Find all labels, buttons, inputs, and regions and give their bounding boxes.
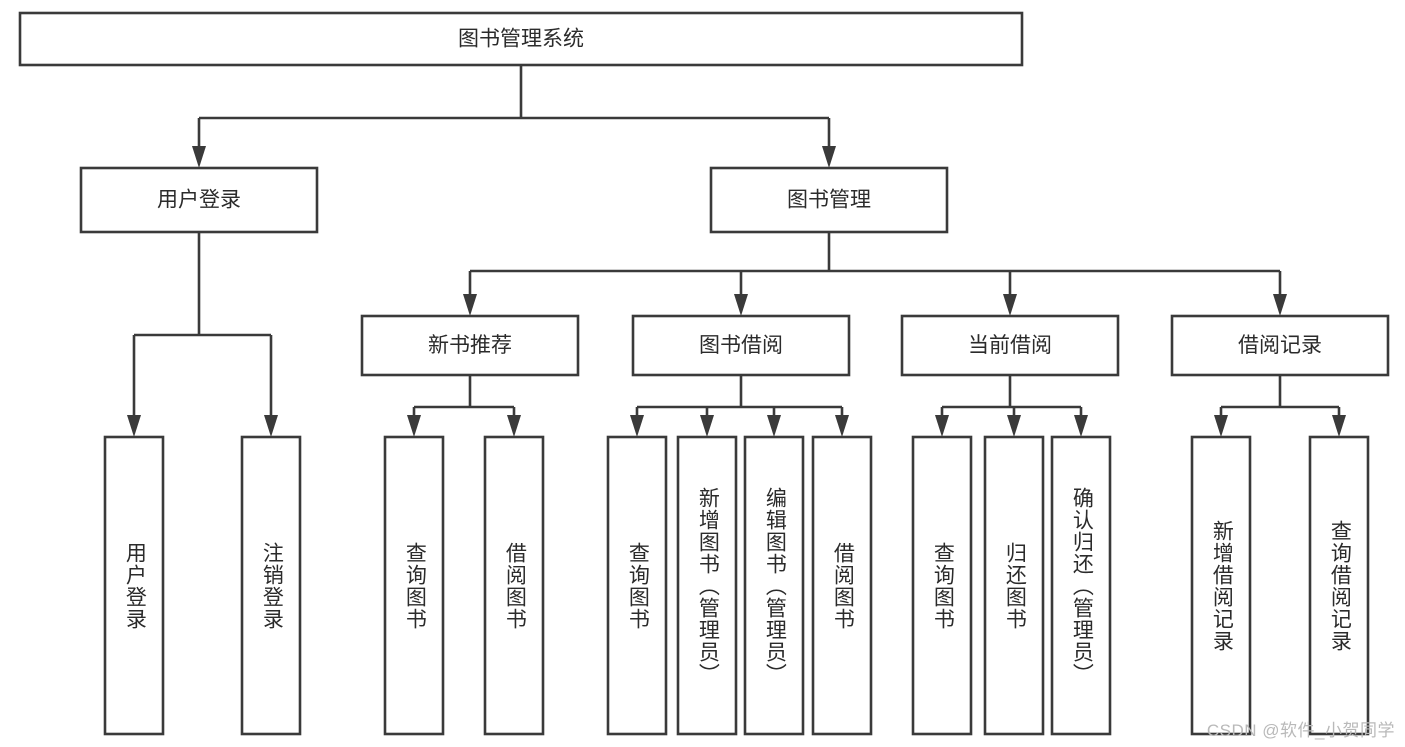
level2-node-box[interactable] — [709, 166, 949, 234]
level3-node-box[interactable] — [900, 314, 1120, 377]
node-leaf-add-book[interactable] — [676, 435, 738, 736]
node-leaf-add-record[interactable] — [1190, 435, 1252, 736]
arrow-head-icon — [1074, 415, 1088, 437]
arrow-head-icon — [264, 415, 278, 437]
leaf-node-box[interactable] — [811, 435, 873, 736]
leaf-node-box[interactable] — [743, 435, 805, 736]
connectors-layer — [127, 65, 1346, 437]
node-root[interactable]: 图书管理系统 — [18, 11, 1024, 67]
node-book-manage[interactable]: 图书管理 — [709, 166, 949, 234]
arrow-head-icon — [700, 415, 714, 437]
node-book-borrow[interactable]: 图书借阅 — [631, 314, 851, 377]
arrow-head-icon — [127, 415, 141, 437]
level2-node-label: 图书管理 — [787, 189, 871, 212]
arrow-head-icon — [935, 415, 949, 437]
connector-group-book-manage — [463, 232, 1287, 316]
arrow-head-icon — [1332, 415, 1346, 437]
connector-group-book-borrow — [630, 375, 849, 437]
level3-node-label: 当前借阅 — [968, 334, 1052, 357]
arrow-head-icon — [507, 415, 521, 437]
level3-node-label: 新书推荐 — [428, 334, 512, 357]
connector-group-user-login — [127, 232, 278, 437]
arrow-head-icon — [192, 146, 206, 168]
leaf-node-box[interactable] — [483, 435, 545, 736]
node-leaf-edit-book[interactable] — [743, 435, 805, 736]
leaf-node-box[interactable] — [383, 435, 445, 736]
level3-node-box[interactable] — [360, 314, 580, 377]
node-new-book-recommend[interactable]: 新书推荐 — [360, 314, 580, 377]
leaf-node-box[interactable] — [983, 435, 1045, 736]
node-leaf-borrow-book[interactable] — [811, 435, 873, 736]
arrow-head-icon — [630, 415, 644, 437]
leaf-node-box[interactable] — [606, 435, 668, 736]
leaf-node-box[interactable] — [240, 435, 302, 736]
node-leaf-borrow-book-rec[interactable] — [483, 435, 545, 736]
node-borrow-record[interactable]: 借阅记录 — [1170, 314, 1390, 377]
leaf-node-box[interactable] — [103, 435, 165, 736]
node-leaf-user-login[interactable] — [103, 435, 165, 736]
root-node-label: 图书管理系统 — [458, 28, 584, 51]
node-leaf-query-book-cur[interactable] — [911, 435, 973, 736]
level3-node-box[interactable] — [1170, 314, 1390, 377]
leaf-node-box[interactable] — [911, 435, 973, 736]
connector-group-current-borrow — [935, 375, 1088, 437]
leaf-node-box[interactable] — [676, 435, 738, 736]
arrow-head-icon — [734, 294, 748, 316]
arrow-head-icon — [822, 146, 836, 168]
arrow-head-icon — [463, 294, 477, 316]
node-user-login[interactable]: 用户登录 — [79, 166, 319, 234]
node-leaf-return-book[interactable] — [983, 435, 1045, 736]
arrow-head-icon — [1273, 294, 1287, 316]
level2-node-label: 用户登录 — [157, 189, 241, 212]
connector-group-new-book-recommend — [407, 375, 521, 437]
watermark: CSDN @软件_小贺同学 — [1206, 721, 1395, 740]
arrow-head-icon — [1003, 294, 1017, 316]
connector-group-root — [192, 65, 836, 168]
level3-node-label: 借阅记录 — [1238, 334, 1322, 357]
arrow-head-icon — [1007, 415, 1021, 437]
leaf-node-box[interactable] — [1308, 435, 1370, 736]
node-leaf-query-book-rec[interactable] — [383, 435, 445, 736]
node-leaf-query-record[interactable] — [1308, 435, 1370, 736]
leaf-node-box[interactable] — [1190, 435, 1252, 736]
node-current-borrow[interactable]: 当前借阅 — [900, 314, 1120, 377]
node-leaf-confirm-return[interactable] — [1050, 435, 1112, 736]
arrow-head-icon — [407, 415, 421, 437]
node-leaf-query-book-borrow[interactable] — [606, 435, 668, 736]
connector-group-borrow-record — [1214, 375, 1346, 437]
arrow-head-icon — [835, 415, 849, 437]
level2-node-box[interactable] — [79, 166, 319, 234]
level3-node-box[interactable] — [631, 314, 851, 377]
level3-node-label: 图书借阅 — [699, 334, 783, 357]
arrow-head-icon — [1214, 415, 1228, 437]
root-node-box[interactable] — [18, 11, 1024, 67]
arrow-head-icon — [767, 415, 781, 437]
leaf-node-box[interactable] — [1050, 435, 1112, 736]
node-leaf-logout[interactable] — [240, 435, 302, 736]
